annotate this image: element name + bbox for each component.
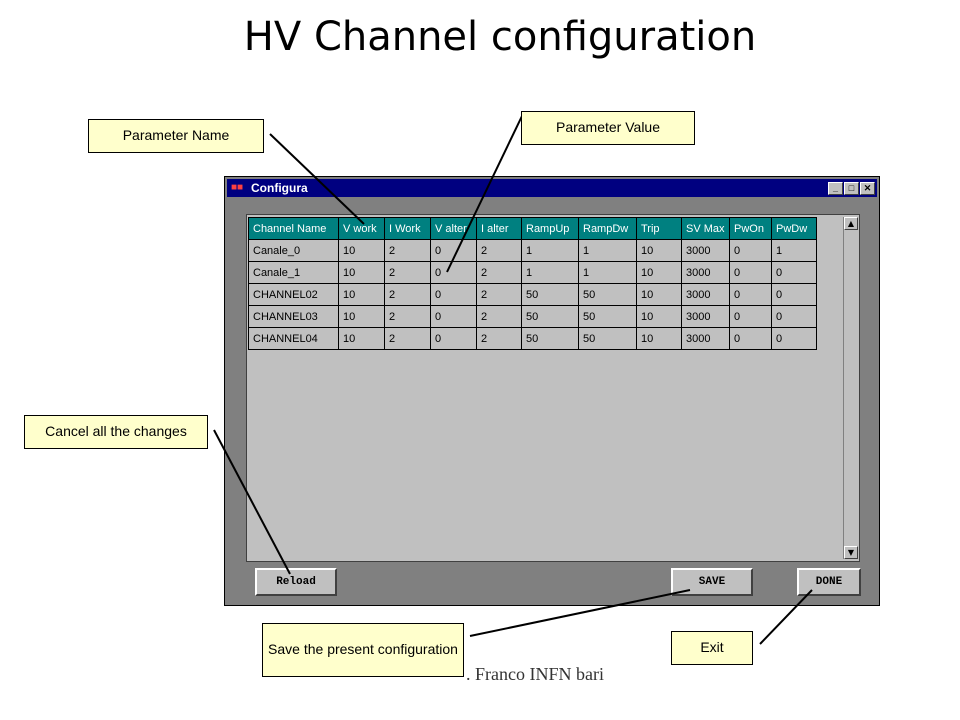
- cell-rampdw[interactable]: 50: [578, 305, 637, 328]
- table-row: Canale_0 10 2 0 2 1 1 10 3000 0 1: [248, 239, 817, 262]
- cell-i-alter[interactable]: 2: [476, 305, 522, 328]
- slide-footer: . Franco INFN bari: [466, 664, 604, 684]
- cell-rampup[interactable]: 1: [521, 239, 579, 262]
- cell-trip[interactable]: 10: [636, 327, 682, 350]
- cell-sv-max[interactable]: 3000: [681, 283, 730, 306]
- cell-pwdw[interactable]: 0: [771, 261, 817, 284]
- configura-window: ■■ Configura _ □ ✕ Channel Name V work I…: [224, 176, 880, 606]
- cell-rampdw[interactable]: 50: [578, 327, 637, 350]
- cell-pwdw[interactable]: 0: [771, 305, 817, 328]
- cell-v-alter[interactable]: 0: [430, 283, 477, 306]
- slide-title: HV Channel configuration: [243, 14, 757, 60]
- channel-table-area: Channel Name V work I Work V alter I alt…: [246, 214, 860, 562]
- cell-pwon[interactable]: 0: [729, 305, 772, 328]
- cell-i-work[interactable]: 2: [384, 283, 431, 306]
- cell-i-alter[interactable]: 2: [476, 327, 522, 350]
- table-row: CHANNEL04 10 2 0 2 50 50 10 3000 0 0: [248, 327, 817, 350]
- cell-i-work[interactable]: 2: [384, 305, 431, 328]
- header-v-alter[interactable]: V alter: [430, 217, 477, 240]
- cell-sv-max[interactable]: 3000: [681, 239, 730, 262]
- cell-v-alter[interactable]: 0: [430, 261, 477, 284]
- callout-parameter-name: Parameter Name: [88, 119, 264, 153]
- cell-pwon[interactable]: 0: [729, 327, 772, 350]
- save-button[interactable]: SAVE: [671, 568, 753, 596]
- header-trip[interactable]: Trip: [636, 217, 682, 240]
- cell-rampup[interactable]: 1: [521, 261, 579, 284]
- cell-v-work[interactable]: 10: [338, 239, 385, 262]
- cell-pwdw[interactable]: 0: [771, 327, 817, 350]
- cell-v-alter[interactable]: 0: [430, 239, 477, 262]
- cell-rampdw[interactable]: 1: [578, 239, 637, 262]
- cell-rampdw[interactable]: 50: [578, 283, 637, 306]
- header-rampdw[interactable]: RampDw: [578, 217, 637, 240]
- header-i-alter[interactable]: I alter: [476, 217, 522, 240]
- cell-channel-name[interactable]: Canale_1: [248, 261, 339, 284]
- table-row: CHANNEL02 10 2 0 2 50 50 10 3000 0 0: [248, 283, 817, 306]
- cell-v-work[interactable]: 10: [338, 283, 385, 306]
- cell-i-alter[interactable]: 2: [476, 283, 522, 306]
- cell-v-work[interactable]: 10: [338, 327, 385, 350]
- callout-save-configuration: Save the present configuration: [262, 623, 464, 677]
- cell-v-alter[interactable]: 0: [430, 327, 477, 350]
- cell-i-work[interactable]: 2: [384, 327, 431, 350]
- cell-i-work[interactable]: 2: [384, 261, 431, 284]
- cell-channel-name[interactable]: CHANNEL02: [248, 283, 339, 306]
- done-button[interactable]: DONE: [797, 568, 861, 596]
- cell-channel-name[interactable]: CHANNEL04: [248, 327, 339, 350]
- cell-rampup[interactable]: 50: [521, 283, 579, 306]
- callout-exit: Exit: [671, 631, 753, 665]
- cell-trip[interactable]: 10: [636, 305, 682, 328]
- cell-trip[interactable]: 10: [636, 283, 682, 306]
- cell-v-alter[interactable]: 0: [430, 305, 477, 328]
- scroll-down-icon[interactable]: ▼: [844, 546, 858, 559]
- cell-i-work[interactable]: 2: [384, 239, 431, 262]
- cell-rampup[interactable]: 50: [521, 327, 579, 350]
- cell-v-work[interactable]: 10: [338, 305, 385, 328]
- header-rampup[interactable]: RampUp: [521, 217, 579, 240]
- cell-trip[interactable]: 10: [636, 261, 682, 284]
- cell-i-alter[interactable]: 2: [476, 261, 522, 284]
- close-icon[interactable]: ✕: [860, 181, 875, 195]
- cell-v-work[interactable]: 10: [338, 261, 385, 284]
- table-row: Canale_1 10 2 0 2 1 1 10 3000 0 0: [248, 261, 817, 284]
- table-row: CHANNEL03 10 2 0 2 50 50 10 3000 0 0: [248, 305, 817, 328]
- callout-parameter-value: Parameter Value: [521, 111, 695, 145]
- cell-pwon[interactable]: 0: [729, 261, 772, 284]
- cell-pwdw[interactable]: 1: [771, 239, 817, 262]
- cell-i-alter[interactable]: 2: [476, 239, 522, 262]
- cell-channel-name[interactable]: Canale_0: [248, 239, 339, 262]
- maximize-icon[interactable]: □: [844, 181, 859, 195]
- cell-rampup[interactable]: 50: [521, 305, 579, 328]
- header-i-work[interactable]: I Work: [384, 217, 431, 240]
- cell-rampdw[interactable]: 1: [578, 261, 637, 284]
- header-pwon[interactable]: PwOn: [729, 217, 772, 240]
- vertical-scrollbar[interactable]: ▲ ▼: [843, 217, 858, 559]
- reload-button[interactable]: Reload: [255, 568, 337, 596]
- table-header-row: Channel Name V work I Work V alter I alt…: [248, 217, 817, 240]
- cell-pwdw[interactable]: 0: [771, 283, 817, 306]
- header-v-work[interactable]: V work: [338, 217, 385, 240]
- cell-channel-name[interactable]: CHANNEL03: [248, 305, 339, 328]
- cell-sv-max[interactable]: 3000: [681, 327, 730, 350]
- scroll-up-icon[interactable]: ▲: [844, 217, 858, 230]
- cell-trip[interactable]: 10: [636, 239, 682, 262]
- header-channel-name[interactable]: Channel Name: [248, 217, 339, 240]
- cell-sv-max[interactable]: 3000: [681, 305, 730, 328]
- cell-sv-max[interactable]: 3000: [681, 261, 730, 284]
- channel-table: Channel Name V work I Work V alter I alt…: [248, 217, 817, 350]
- cell-pwon[interactable]: 0: [729, 283, 772, 306]
- app-icon: ■■: [231, 182, 244, 193]
- window-titlebar[interactable]: ■■ Configura _ □ ✕: [227, 179, 877, 197]
- window-title: Configura: [251, 181, 308, 195]
- header-sv-max[interactable]: SV Max: [681, 217, 730, 240]
- minimize-icon[interactable]: _: [828, 181, 843, 195]
- callout-cancel-changes: Cancel all the changes: [24, 415, 208, 449]
- header-pwdw[interactable]: PwDw: [771, 217, 817, 240]
- cell-pwon[interactable]: 0: [729, 239, 772, 262]
